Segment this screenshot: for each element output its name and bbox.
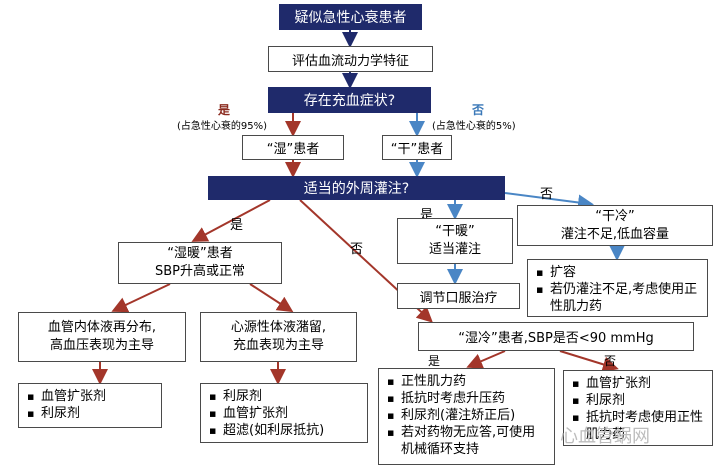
- dry-cold-node: “干冷” 灌注不足,低血容量: [517, 205, 713, 246]
- dry-warm-node: “干暖” 适当灌注: [397, 218, 513, 264]
- perfusion-no-label-wet-cold: 否: [350, 242, 364, 257]
- cardiac-treatment-list: 利尿剂 血管扩张剂 超滤(如利尿抵抗): [200, 383, 368, 443]
- cardiac-treatment-item: 超滤(如利尿抵抗): [209, 422, 361, 439]
- vascular-treatment-item: 利尿剂: [27, 405, 155, 422]
- dry-cold-treatment-list: 扩容 若仍灌注不足,考虑使用正性肌力药: [527, 259, 708, 317]
- watermark-text: 心血管蜗网: [560, 426, 650, 447]
- perfusion-yes-label: 是: [230, 218, 244, 233]
- vascular-redistribution-node: 血管内体液再分布, 高血压表现为主导: [18, 312, 186, 362]
- adjust-oral-therapy-node: 调节口服治疗: [397, 283, 520, 309]
- wet-cold-no-treatment-item: 抵抗时考虑使用正性肌力药: [572, 409, 706, 443]
- arrow-wet-cold-to-yes: [466, 350, 506, 369]
- vascular-redistribution-line1: 血管内体液再分布,: [47, 320, 157, 335]
- wet-cold-yes-treatment-list: 正性肌力药 抵抗时考虑升压药 利尿剂(灌注矫正后) 若对药物无应答,可使用机械循…: [378, 368, 555, 465]
- vascular-treatment-list: 血管扩张剂 利尿剂: [18, 383, 162, 428]
- dry-warm-title: “干暖”: [435, 224, 475, 239]
- congestion-yes-percent: (占急性心衰的95%): [177, 121, 268, 132]
- wet-cold-yes-label: 是: [428, 354, 441, 368]
- wet-cold-yes-treatment-item: 抵抗时考虑升压药: [387, 390, 548, 407]
- arrow-perfusion-to-warm-wet: [191, 199, 271, 242]
- cardiac-treatment-item: 利尿剂: [209, 388, 361, 405]
- dry-cold-treatment-item: 扩容: [536, 264, 701, 281]
- arrow-wet-cold-to-no: [559, 350, 619, 373]
- wet-cold-no-treatment-item: 血管扩张剂: [572, 375, 706, 392]
- congestion-no-percent: (占急性心衰的5%): [432, 121, 516, 132]
- wet-cold-no-treatment-list: 血管扩张剂 利尿剂 抵抗时考虑使用正性肌力药: [563, 370, 713, 446]
- wet-cold-no-treatment-item: 利尿剂: [572, 392, 706, 409]
- dry-cold-treatment-item: 若仍灌注不足,考虑使用正性肌力药: [536, 281, 701, 315]
- arrow-warm-wet-to-cardiac: [249, 283, 294, 313]
- dry-cold-subtitle: 灌注不足,低血容量: [560, 226, 670, 242]
- wet-patient-node: “湿”患者: [242, 135, 344, 160]
- warm-wet-subtitle: SBP升高或正常: [154, 264, 245, 279]
- vascular-treatment-item: 血管扩张剂: [27, 388, 155, 405]
- wet-cold-node: “湿冷”患者,SBP是否<90 mmHg: [418, 322, 694, 351]
- cardiac-retention-line1: 心源性体液潴留,: [230, 320, 327, 335]
- vascular-redistribution-line2: 高血压表现为主导: [49, 338, 154, 353]
- warm-wet-title: “湿暖”患者: [167, 246, 233, 261]
- suspect-acute-hf-node: 疑似急性心衰患者: [279, 4, 422, 30]
- assess-hemodynamics-node: 评估血流动力学特征: [268, 46, 433, 72]
- congestion-no-label: 否: [472, 103, 485, 117]
- cardiac-retention-line2: 充血表现为主导: [232, 338, 324, 353]
- congestion-yes-label: 是: [218, 103, 231, 117]
- wet-cold-yes-treatment-item: 若对药物无应答,可使用机械循环支持: [387, 424, 548, 458]
- wet-cold-yes-treatment-item: 利尿剂(灌注矫正后): [387, 407, 548, 424]
- wet-cold-no-label: 否: [604, 354, 617, 368]
- dry-cold-title: “干冷”: [595, 208, 635, 224]
- perfusion-no-label-dry-cold: 否: [540, 187, 554, 202]
- arrow-perfusion-to-dry-cold: [504, 192, 594, 211]
- dry-patient-node: “干”患者: [382, 135, 452, 160]
- dry-warm-subtitle: 适当灌注: [428, 242, 481, 257]
- congestion-question-node: 存在充血症状?: [268, 87, 431, 113]
- perfusion-question-node: 适当的外周灌注?: [208, 176, 505, 200]
- cardiac-treatment-item: 血管扩张剂: [209, 405, 361, 422]
- arrow-warm-wet-to-vascular: [111, 283, 171, 313]
- wet-cold-yes-treatment-item: 正性肌力药: [387, 373, 548, 390]
- cardiac-retention-node: 心源性体液潴留, 充血表现为主导: [200, 312, 357, 362]
- warm-wet-node: “湿暖”患者 SBP升高或正常: [118, 242, 282, 284]
